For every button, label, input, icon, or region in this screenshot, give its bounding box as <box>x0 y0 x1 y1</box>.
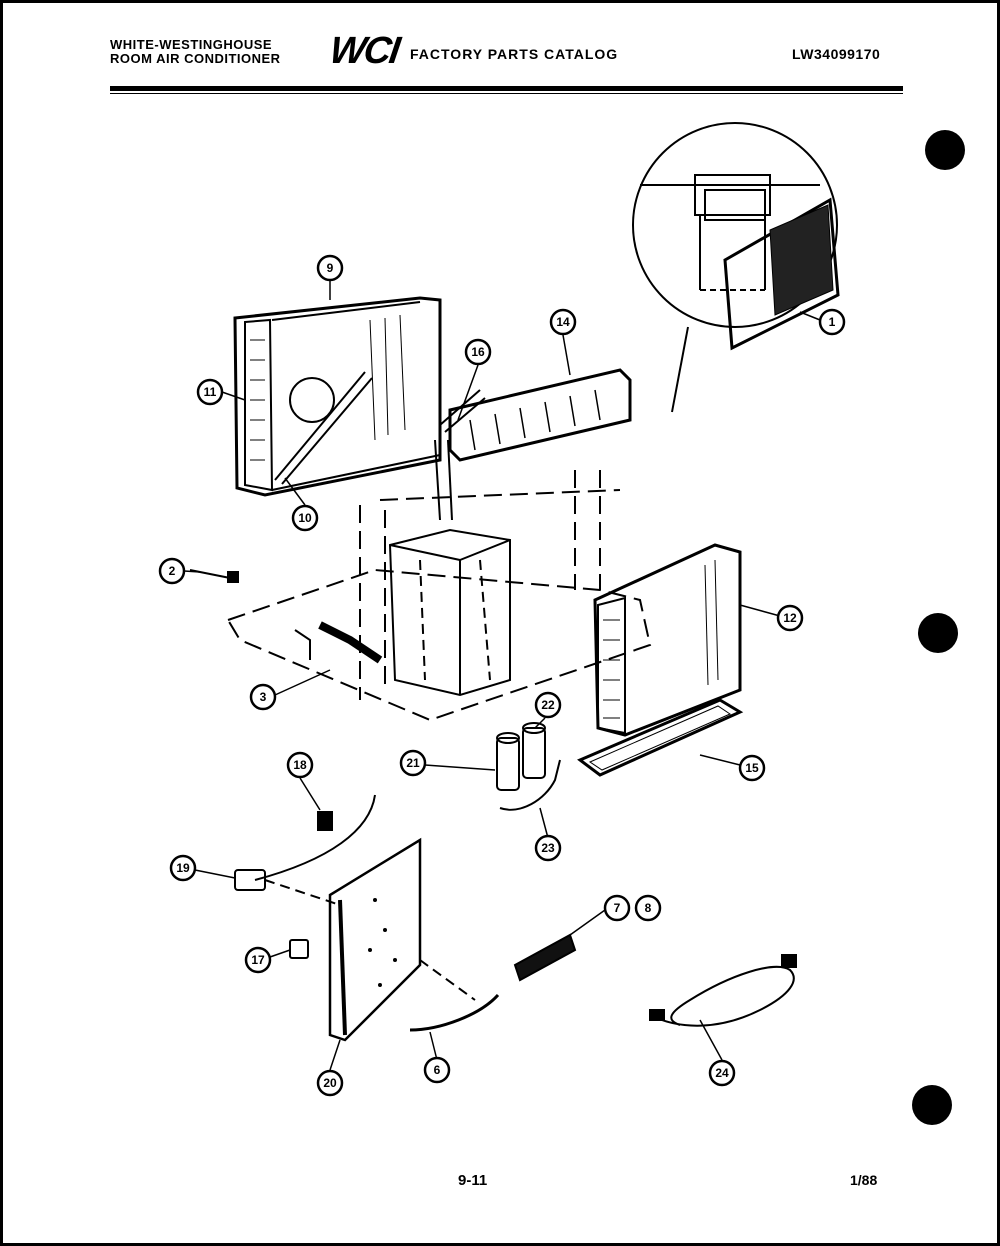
callout-label: 20 <box>323 1076 337 1090</box>
callout-label: 8 <box>645 901 652 915</box>
callout-circle <box>423 1056 451 1084</box>
revision-date: 1/88 <box>850 1172 878 1188</box>
callout-circle <box>399 749 427 777</box>
callout-label: 7 <box>614 901 621 915</box>
brand-line-1: WHITE-WESTINGHOUSE <box>110 37 273 52</box>
callout-circle <box>708 1059 736 1087</box>
base-pan <box>226 470 652 722</box>
binder-hole-icon <box>918 613 958 653</box>
callout-circle <box>316 254 344 282</box>
model-number: LW34099170 <box>792 46 881 62</box>
callout-circle <box>169 854 197 882</box>
page-number: 9-11 <box>458 1172 488 1189</box>
front-coil-part <box>233 296 442 497</box>
leader-lines <box>183 280 821 1071</box>
callout-circle <box>818 308 846 336</box>
callout-label: 12 <box>783 611 797 625</box>
callout-label: 17 <box>251 953 265 967</box>
callout-label: 23 <box>541 841 555 855</box>
callout-circle <box>534 691 562 719</box>
callout-label: 11 <box>204 385 217 399</box>
callout-label: 14 <box>556 315 570 329</box>
callout-circle <box>603 894 631 922</box>
callout-label: 22 <box>541 698 555 712</box>
callout-circle <box>464 338 492 366</box>
callout-circle <box>196 378 224 406</box>
top-housing-part <box>434 368 632 521</box>
callout-circle <box>316 1069 344 1097</box>
callout-label: 19 <box>176 861 190 875</box>
catalog-title: FACTORY PARTS CATALOG <box>410 46 619 62</box>
bracket-part <box>294 621 383 664</box>
harness-part <box>409 993 500 1032</box>
callout-label: 18 <box>293 758 307 772</box>
capacitors-part <box>496 722 561 811</box>
control-panel-part <box>289 837 422 1042</box>
callout-circle <box>244 946 272 974</box>
callout-label: 21 <box>406 756 420 770</box>
callout-label: 2 <box>169 564 176 578</box>
callout-label: 3 <box>260 690 267 704</box>
callout-label: 16 <box>471 345 485 359</box>
callout-circle <box>291 504 319 532</box>
brand-block: WHITE-WESTINGHOUSE ROOM AIR CONDITIONER <box>110 38 281 66</box>
relay-part <box>513 933 577 982</box>
power-cord-upper <box>254 794 376 881</box>
condenser-coil-part <box>593 543 742 737</box>
callout-label: 10 <box>298 511 312 525</box>
binder-hole-icon <box>925 130 965 170</box>
callout-circle <box>158 557 186 585</box>
callout-label: 1 <box>829 315 836 329</box>
binder-hole-icon <box>912 1085 952 1125</box>
callout-circle <box>634 894 662 922</box>
callout-circle <box>286 751 314 779</box>
detail-inset <box>632 122 840 413</box>
callout-label: 15 <box>745 761 759 775</box>
compressor-box <box>388 528 511 697</box>
header-rule-thin <box>110 93 903 94</box>
callout-circle <box>249 683 277 711</box>
callout-label: 6 <box>434 1063 441 1077</box>
callout-label: 24 <box>715 1066 729 1080</box>
callout-label: 9 <box>327 261 334 275</box>
header-rule <box>110 86 903 91</box>
callout-circle <box>534 834 562 862</box>
drain-tray-part <box>577 698 744 777</box>
callout-circle <box>776 604 804 632</box>
callout-circle <box>738 754 766 782</box>
power-cord-part <box>649 954 797 1027</box>
plug-part <box>234 869 266 891</box>
callout-circle <box>549 308 577 336</box>
brand-line-2: ROOM AIR CONDITIONER <box>110 51 281 66</box>
